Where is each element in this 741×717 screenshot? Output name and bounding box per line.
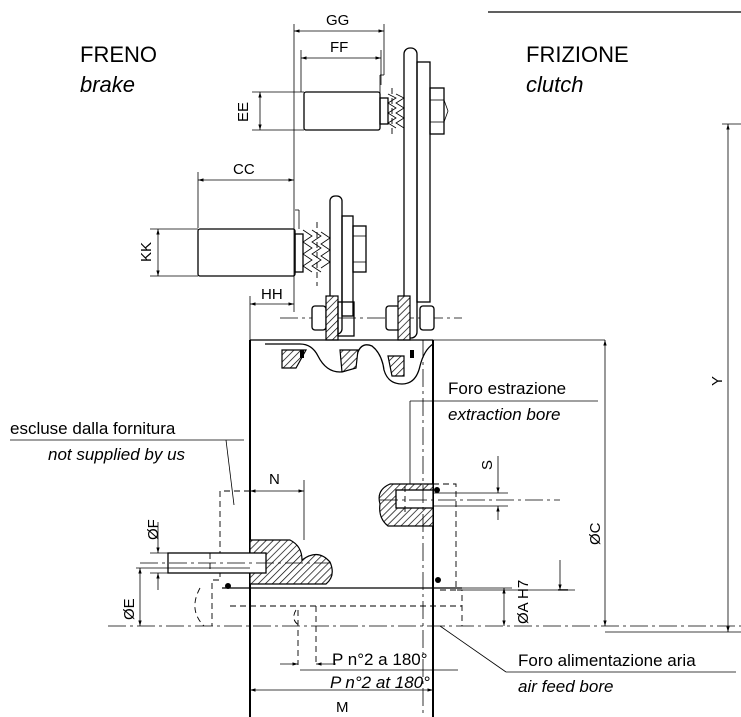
excluded-label-en: not supplied by us [48,445,186,464]
oe-dimension-label: ØE [121,598,138,620]
air-leader [439,625,507,673]
of-dimension-label: ØF [145,519,162,540]
brake-label-en: brake [80,72,135,97]
brake-label-it: FRENO [80,42,157,67]
brake-pad-hatch [325,295,339,341]
oc-dimension-label: ØC [587,522,604,545]
air-label-it: Foro alimentazione aria [518,651,696,670]
extraction-label-en: extraction bore [448,405,560,424]
left-stub-section [249,539,333,585]
upper-caliper-cylinder [303,91,381,131]
hub-wavy-section [265,343,434,385]
i-dimension-label: I [555,588,572,592]
clutch-pad-hatch [397,295,411,341]
gg-dimension-label: GG [326,12,349,29]
extraction-label-it: Foro estrazione [448,379,566,398]
excluded-label-it: escluse dalla fornitura [10,419,176,438]
m-dimension-label: M [336,699,349,716]
ee-dimension-label: EE [235,102,252,122]
y-dimension-label: Y [709,376,726,386]
n-dimension-label: N [269,471,280,488]
p-label-en: P n°2 at 180° [330,673,430,692]
cc-dimension-label: CC [233,161,255,178]
ff-dimension-label: FF [330,39,348,56]
lower-caliper-cylinder [197,228,296,277]
clutch-lever [403,47,418,339]
kk-dimension-label: KK [138,242,155,262]
excluded-leader [225,439,235,506]
hh-dimension-label: HH [261,286,283,303]
clutch-label-it: FRIZIONE [526,42,629,67]
p-label-it: P n°2 a 180° [332,650,428,669]
s-dimension-label: S [479,460,496,470]
oa-dimension-label: ØA H7 [515,580,532,624]
clutch-label-en: clutch [526,72,583,97]
air-label-en: air feed bore [518,677,613,696]
